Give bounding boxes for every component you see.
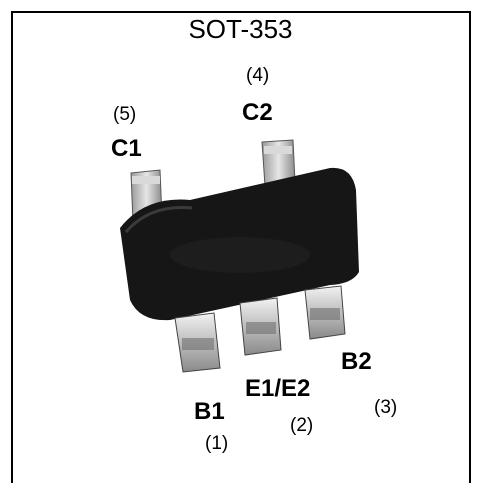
diagram-frame: [11, 11, 471, 483]
pin-2-number-label: (2): [290, 415, 314, 436]
pin-3-name: B2: [341, 348, 372, 375]
pin-2-name: E1/E2: [245, 375, 311, 402]
lead-b1: [174, 312, 221, 373]
package-body: [120, 167, 359, 321]
lead-e1e2: [239, 297, 282, 356]
pin-1-name: B1: [194, 398, 225, 425]
pin-4-number: (4): [246, 65, 270, 86]
pin-5-name: C1: [111, 135, 142, 162]
pin-4-name: C2: [242, 99, 273, 126]
package-title: SOT-353: [188, 14, 293, 44]
pin-5-number: (5): [113, 104, 137, 125]
pin-3-number: (3): [374, 397, 398, 418]
pin-1-number: (1): [205, 433, 229, 454]
lead-b2: [304, 285, 346, 340]
